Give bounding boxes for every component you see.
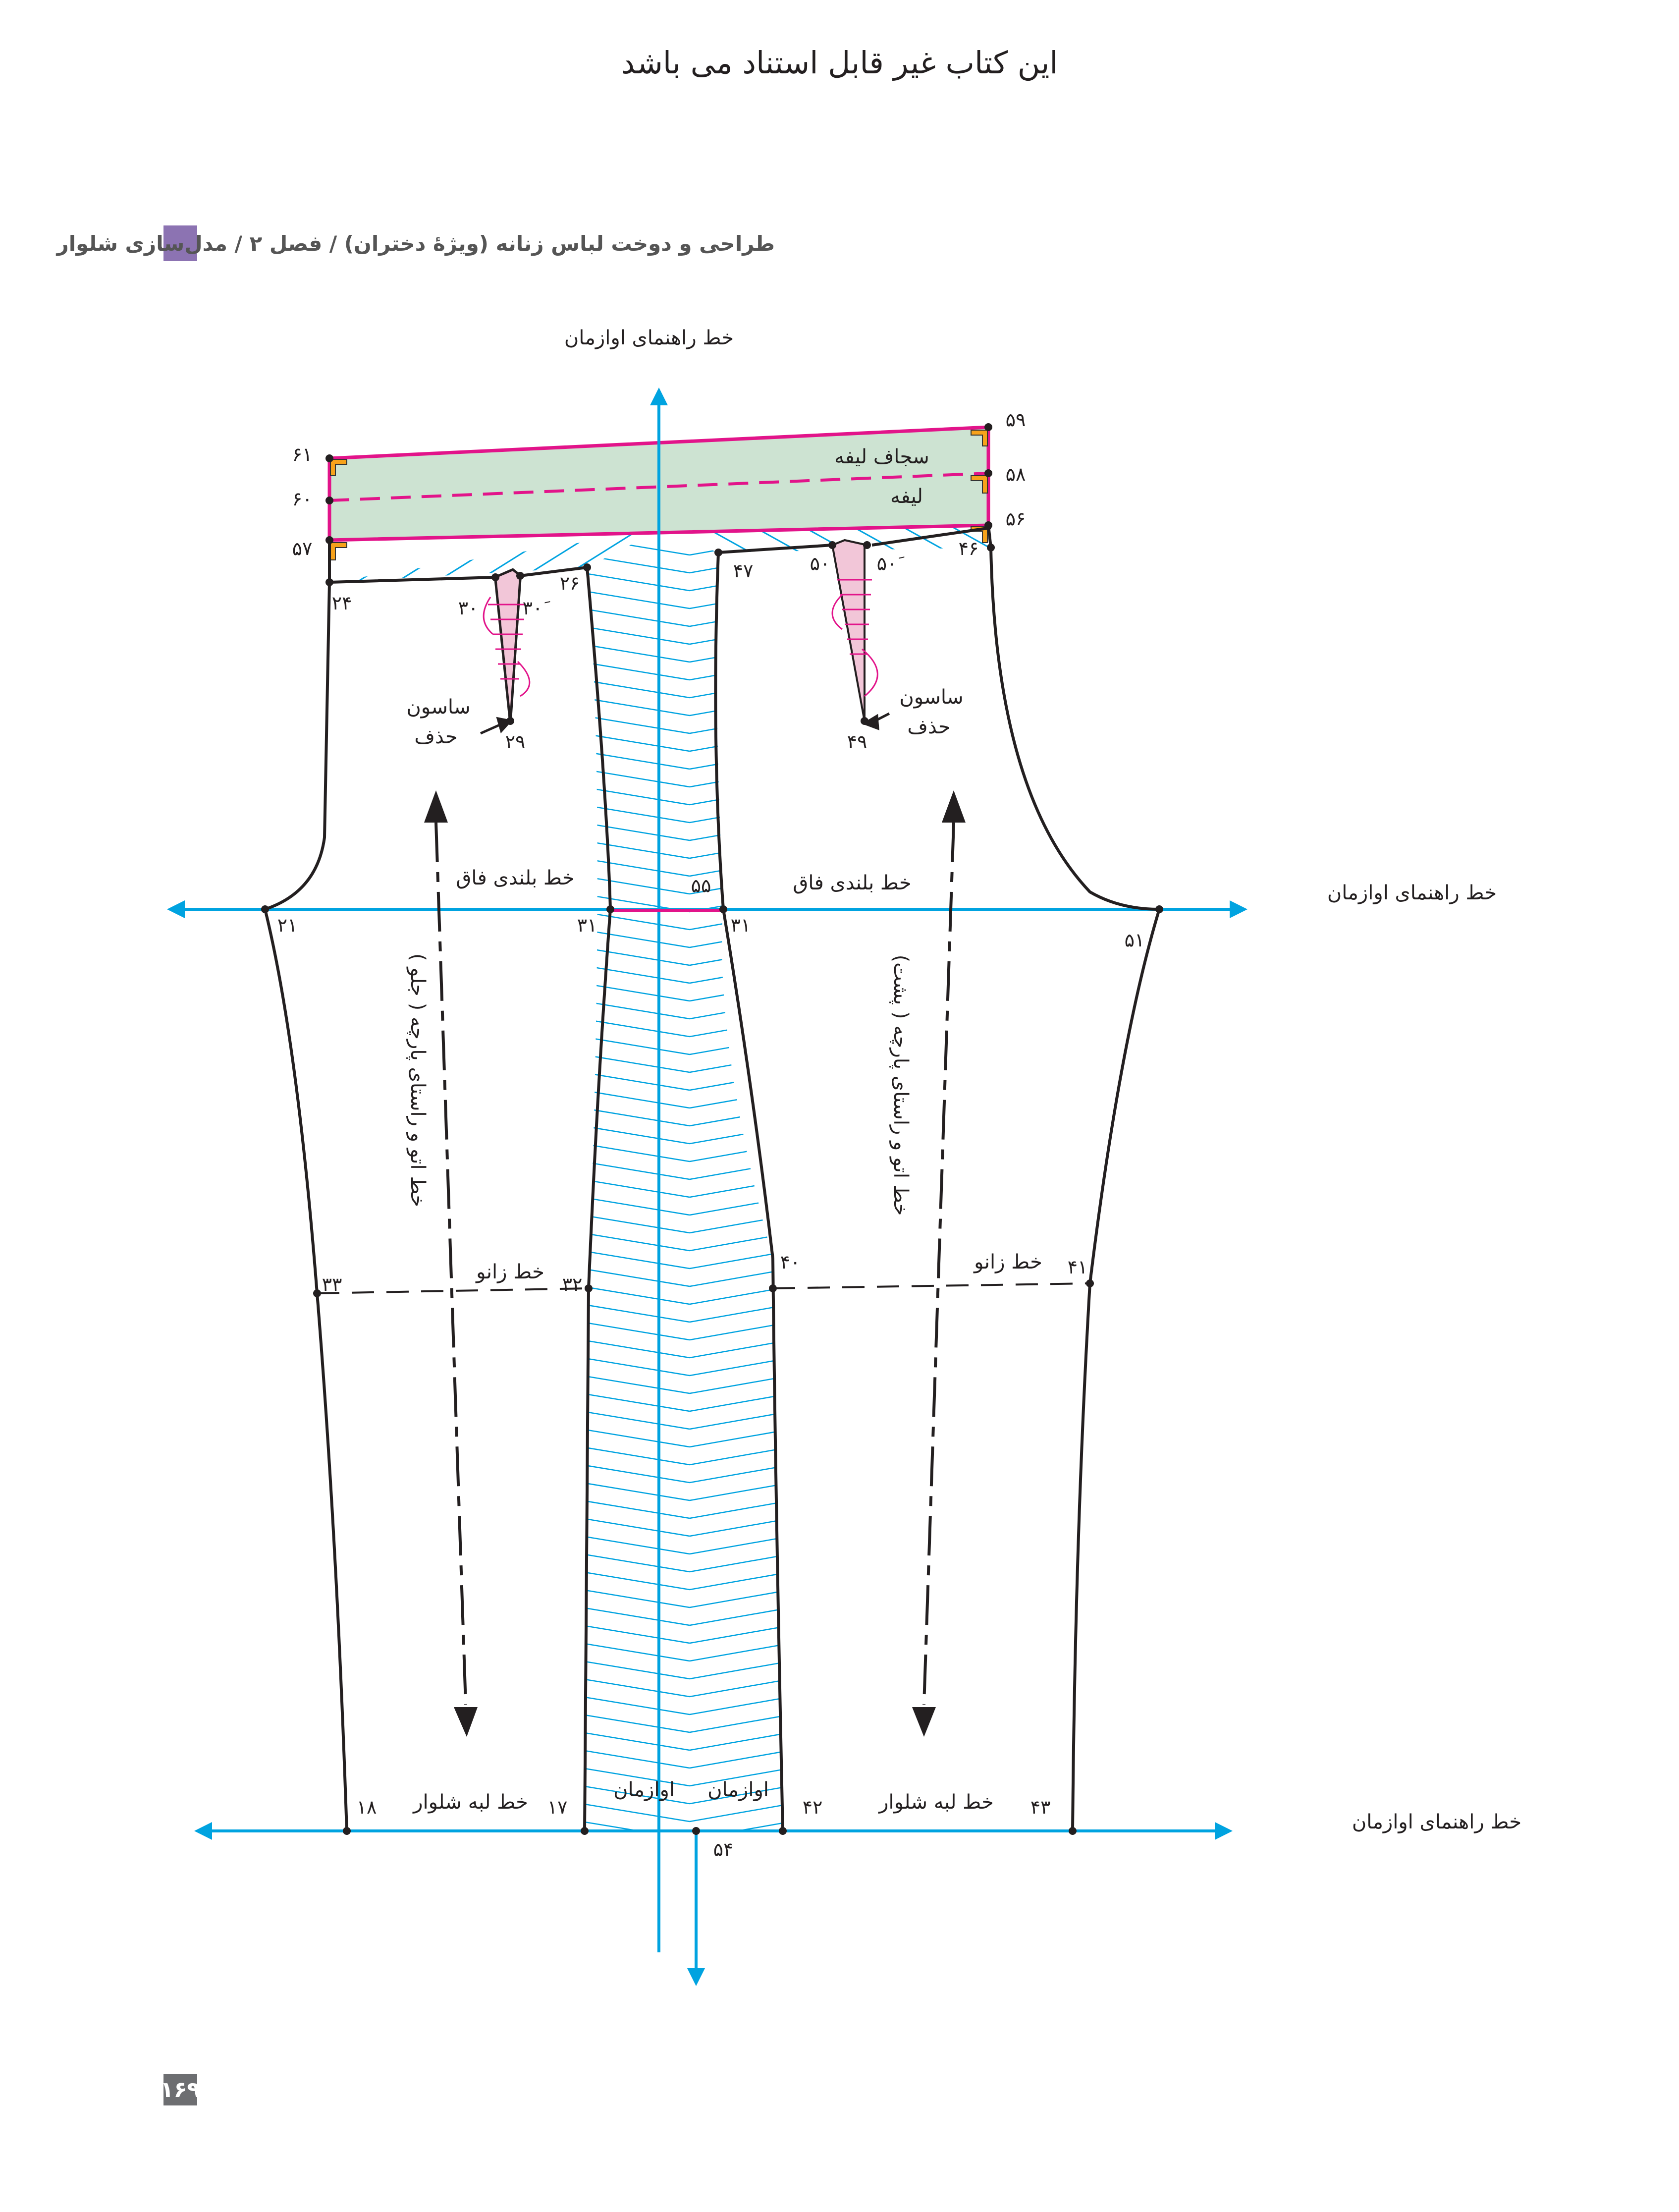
point-24: ۲۴	[332, 592, 352, 614]
inseam-front-label: اوازمان	[613, 1778, 675, 1801]
point-26: ۲۶	[560, 572, 580, 594]
point-32: ۳۲	[562, 1273, 583, 1295]
crotch-line-back-label: خط بلندی فاق	[793, 872, 911, 894]
dart-remove-front-1: ساسون	[406, 696, 470, 719]
front-dart-marks	[483, 597, 531, 697]
point-31-back: ۳۱	[731, 914, 751, 936]
guide-label-crotch: خط راهنمای اوازمان	[1327, 882, 1497, 904]
knee-line-front-label: خط زانو	[475, 1261, 544, 1283]
back-yoke-hatch	[683, 525, 991, 553]
waistband-fold-line	[329, 472, 989, 502]
point-57: ۵۷	[292, 538, 313, 559]
grain-front-label: خط اتو و راستای پارچه ( جلو )	[406, 953, 429, 1207]
back-dart	[831, 539, 867, 721]
waistband-facing-label: سجاف لیفه	[834, 445, 929, 468]
point-30-prime: ۳۰َ	[523, 597, 550, 619]
back-dart-marks	[831, 579, 878, 697]
point-55: ۵۵	[691, 875, 711, 896]
point-54: ۵۴	[713, 1838, 734, 1860]
hem-line-front-label: خط لبه شلوار	[412, 1791, 528, 1814]
point-43: ۴۳	[1030, 1796, 1051, 1818]
grain-arrowheads	[424, 790, 966, 1737]
running-header: طراحی و دوخت لباس زنانه (ویژۀ دختران) / …	[56, 231, 775, 256]
guide-label-top: خط راهنمای اوازمان	[564, 327, 734, 349]
inseam-back-label: اوازمان	[707, 1778, 769, 1801]
point-50-prime: ۵۰َ	[877, 553, 905, 574]
point-56: ۵۶	[1006, 508, 1026, 530]
inseam-chevron-hatch	[585, 534, 783, 1831]
dart-remove-front-2: حذف	[414, 725, 457, 748]
point-41: ۴۱	[1068, 1256, 1088, 1278]
guide-lines	[167, 387, 1247, 1986]
knee-line-back-label: خط زانو	[973, 1251, 1042, 1273]
point-18: ۱۸	[357, 1796, 377, 1818]
guide-label-hem: خط راهنمای اوازمان	[1352, 1811, 1521, 1833]
point-29: ۲۹	[505, 731, 526, 753]
dart-remove-back-2: حذف	[907, 716, 950, 738]
point-50: ۵۰	[810, 553, 830, 574]
waistband-label: لیفه	[890, 485, 923, 508]
point-58: ۵۸	[1006, 463, 1026, 485]
grain-back-label: خط اتو و راستای پارچه ( پشت)	[889, 955, 912, 1216]
point-46: ۴۶	[959, 538, 979, 559]
hem-line-back-label: خط لبه شلوار	[878, 1791, 994, 1814]
point-21: ۲۱	[277, 914, 298, 936]
knee-lines	[317, 1282, 1090, 1294]
page-number: ۱۶۹	[161, 2074, 200, 2105]
chapter-color-box	[163, 225, 197, 261]
point-40: ۴۰	[780, 1251, 801, 1273]
dart-remove-arrows	[480, 712, 890, 735]
point-47: ۴۷	[733, 560, 754, 582]
point-30: ۳۰	[458, 597, 479, 619]
page-title: این کتاب غیر قابل استناد می باشد	[621, 45, 1058, 81]
point-51: ۵۱	[1125, 929, 1145, 951]
point-33: ۳۳	[322, 1273, 342, 1295]
point-61: ۶۱	[292, 443, 313, 465]
point-60: ۶۰	[292, 488, 313, 510]
grain-lines	[434, 822, 955, 1705]
point-42: ۴۲	[803, 1796, 823, 1818]
dart-remove-back-1: ساسون	[899, 686, 963, 709]
point-17: ۱۷	[547, 1796, 568, 1818]
point-59: ۵۹	[1006, 409, 1026, 431]
point-31-front: ۳۱	[577, 914, 597, 936]
point-49: ۴۹	[847, 731, 867, 753]
pattern-points	[261, 423, 1163, 1835]
crotch-line-front-label: خط بلندی فاق	[456, 867, 574, 889]
